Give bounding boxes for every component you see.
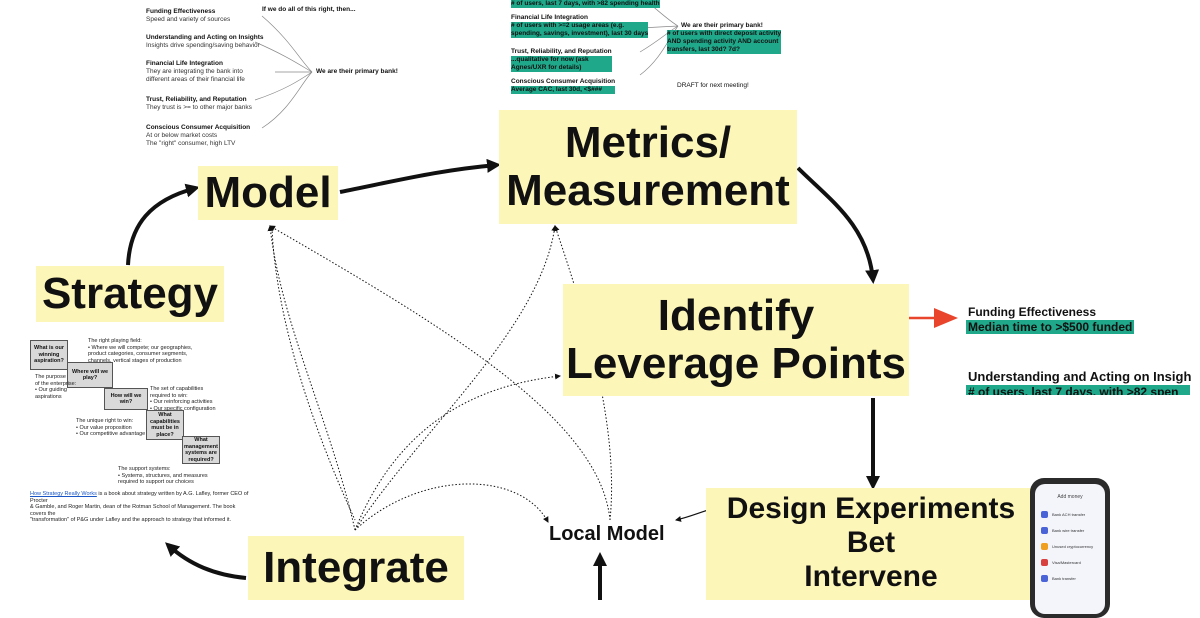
strategy-caption: How Strategy Really Works is a book abou… bbox=[30, 491, 249, 523]
phone-screen: Add money Bank ACH transfer Bank wire tr… bbox=[1035, 484, 1105, 614]
card-icon bbox=[1041, 558, 1048, 566]
notes-conclusion: We are their primary bank! bbox=[316, 68, 398, 75]
node-strategy: Strategy bbox=[36, 266, 224, 322]
phone-header: Add money bbox=[1057, 494, 1083, 500]
node-identify-leverage: Identify Leverage Points bbox=[563, 284, 909, 396]
insights-title: Understanding and Acting on Insigh bbox=[968, 369, 1192, 384]
dotted-local-to-model bbox=[269, 225, 611, 521]
phone-row[interactable]: Visa/Mastercard bbox=[1041, 556, 1081, 568]
arrow-strategy-to-model bbox=[126, 183, 200, 266]
strategy-box: What is our winning aspiration? bbox=[30, 340, 68, 370]
note-item: Trust, Reliability, and Reputation ...qu… bbox=[511, 48, 612, 72]
strategy-note-support: The support systems: • Systems, structur… bbox=[118, 466, 208, 485]
strategy-note-capabilities: The set of capabilities required to win:… bbox=[150, 386, 216, 412]
note-item: Financial Life Integration They are inte… bbox=[146, 60, 245, 83]
note-item: Funding Effectiveness Speed and variety … bbox=[146, 8, 231, 23]
bank-icon bbox=[1041, 574, 1048, 582]
phone-row[interactable]: Bank wire transfer bbox=[1041, 524, 1084, 536]
note-item: Trust, Reliability, and Reputation They … bbox=[146, 96, 252, 111]
node-model: Model bbox=[198, 166, 338, 220]
arrow-model-to-metrics bbox=[339, 158, 501, 194]
strategy-note-purpose: The purpose of the enterprise: • Our gui… bbox=[35, 374, 77, 400]
dotted-model-down bbox=[271, 227, 356, 521]
phone-row[interactable]: Bank transfer bbox=[1041, 572, 1076, 584]
node-design-experiments: Design Experiments Bet Intervene bbox=[706, 488, 1036, 600]
node-metrics: Metrics/ Measurement bbox=[499, 110, 797, 224]
mid-conclusion-metric: # of users with direct deposit activity … bbox=[667, 30, 782, 54]
note-item: Conscious Consumer Acquisition Average C… bbox=[511, 78, 616, 94]
dotted-integrate-to-metrics bbox=[354, 225, 558, 531]
strategy-box: What management systems are required? bbox=[182, 436, 220, 464]
strategy-box: How will we win? bbox=[104, 388, 148, 410]
funding-metric: Median time to >$500 funded bbox=[966, 320, 1135, 334]
funding-title: Funding Effectiveness bbox=[968, 305, 1097, 319]
phone-mockup: Add money Bank ACH transfer Bank wire tr… bbox=[1030, 478, 1110, 618]
note-item: Financial Life Integration # of users wi… bbox=[511, 14, 649, 38]
dotted-integrate-to-identify bbox=[354, 373, 561, 531]
arrow-integrate-to-strategy bbox=[165, 542, 247, 580]
strategy-box: What capabilities must be in place? bbox=[146, 410, 184, 440]
crypto-icon bbox=[1041, 542, 1048, 550]
bank-icon bbox=[1041, 526, 1048, 534]
dotted-integrate-to-model bbox=[267, 225, 356, 531]
strategy-note-playing-field: The right playing field: • Where we will… bbox=[88, 338, 193, 364]
book-link[interactable]: How Strategy Really Works bbox=[30, 491, 97, 497]
arrow-metrics-to-identify bbox=[796, 166, 880, 284]
insights-metric: # of users, last 7 days, with >82 spen bbox=[966, 385, 1190, 395]
dotted-integrate-to-local bbox=[354, 483, 549, 531]
node-local-model: Local Model bbox=[549, 523, 665, 545]
note-item: Understanding and Acting on Insights Ins… bbox=[146, 34, 264, 49]
note-item: Conscious Consumer Acquisition At or bel… bbox=[146, 124, 251, 147]
metric-highlight: # of users, last 7 days, with >82 spendi… bbox=[511, 0, 660, 8]
node-integrate: Integrate bbox=[248, 536, 464, 600]
draft-note: DRAFT for next meeting! bbox=[677, 82, 749, 89]
strategy-note-right-to-win: The unique right to win: • Our value pro… bbox=[76, 418, 146, 437]
notes-question: If we do all of this right, then... bbox=[262, 6, 356, 13]
bank-icon bbox=[1041, 510, 1048, 518]
mid-conclusion: We are their primary bank! bbox=[681, 22, 763, 29]
phone-row[interactable]: Bank ACH transfer bbox=[1041, 508, 1085, 520]
phone-row[interactable]: Unused cryptocurrency bbox=[1041, 540, 1093, 552]
strategy-box: Where will we play? bbox=[67, 362, 113, 388]
